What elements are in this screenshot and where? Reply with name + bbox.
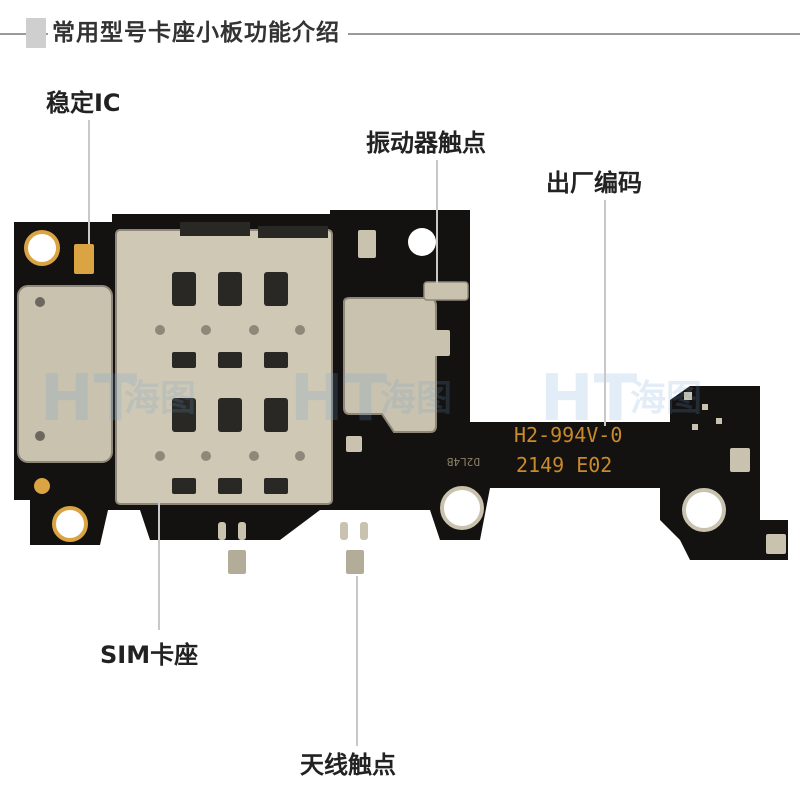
left-shield-can [17,285,113,463]
label-factory-code: 出厂编码 [546,169,642,197]
label-stable-ic: 稳定IC [46,89,121,117]
svg-text:海图: 海图 [630,378,702,419]
sim-contact-pads [172,272,288,494]
mount-hole-right [682,488,726,532]
svg-text:HT: HT [290,362,388,436]
mount-hole-top-left [24,230,60,266]
header-divider [0,33,800,35]
header-accent-block [26,18,46,48]
label-vibrator-contact: 振动器触点 [366,129,486,157]
leader-vibrator-contact [436,160,438,284]
mount-hole-top-mid [408,228,436,256]
svg-text:海图: 海图 [124,378,196,419]
vibrator-shield-can [343,297,437,433]
svg-text:海图: 海图 [380,378,452,419]
mount-hole-bottom-left [52,506,88,542]
label-sim-socket: SIM卡座 [100,641,199,669]
mount-hole-bottom-mid [440,486,484,530]
stable-ic-chip [74,244,94,274]
watermark: HT HT HT 海图 海图 海图 [40,362,702,436]
leader-factory-code [604,200,606,426]
silkscreen-date-code: 2149 E02 [516,453,612,477]
leader-sim-socket [158,500,160,630]
vibrator-contact [423,281,469,301]
silkscreen-board-id: H2-994V-0 [514,423,622,447]
label-antenna-contact: 天线触点 [300,751,396,779]
antenna-contacts [218,522,368,574]
svg-text:HT: HT [40,362,138,436]
svg-text:HT: HT [540,362,638,436]
section-header: 常用型号卡座小板功能介绍 [0,16,800,52]
leader-antenna-contact [356,576,358,746]
page-title: 常用型号卡座小板功能介绍 [48,16,348,50]
leader-stable-ic [88,120,90,244]
silkscreen-small-code: D2L4B [447,455,480,468]
